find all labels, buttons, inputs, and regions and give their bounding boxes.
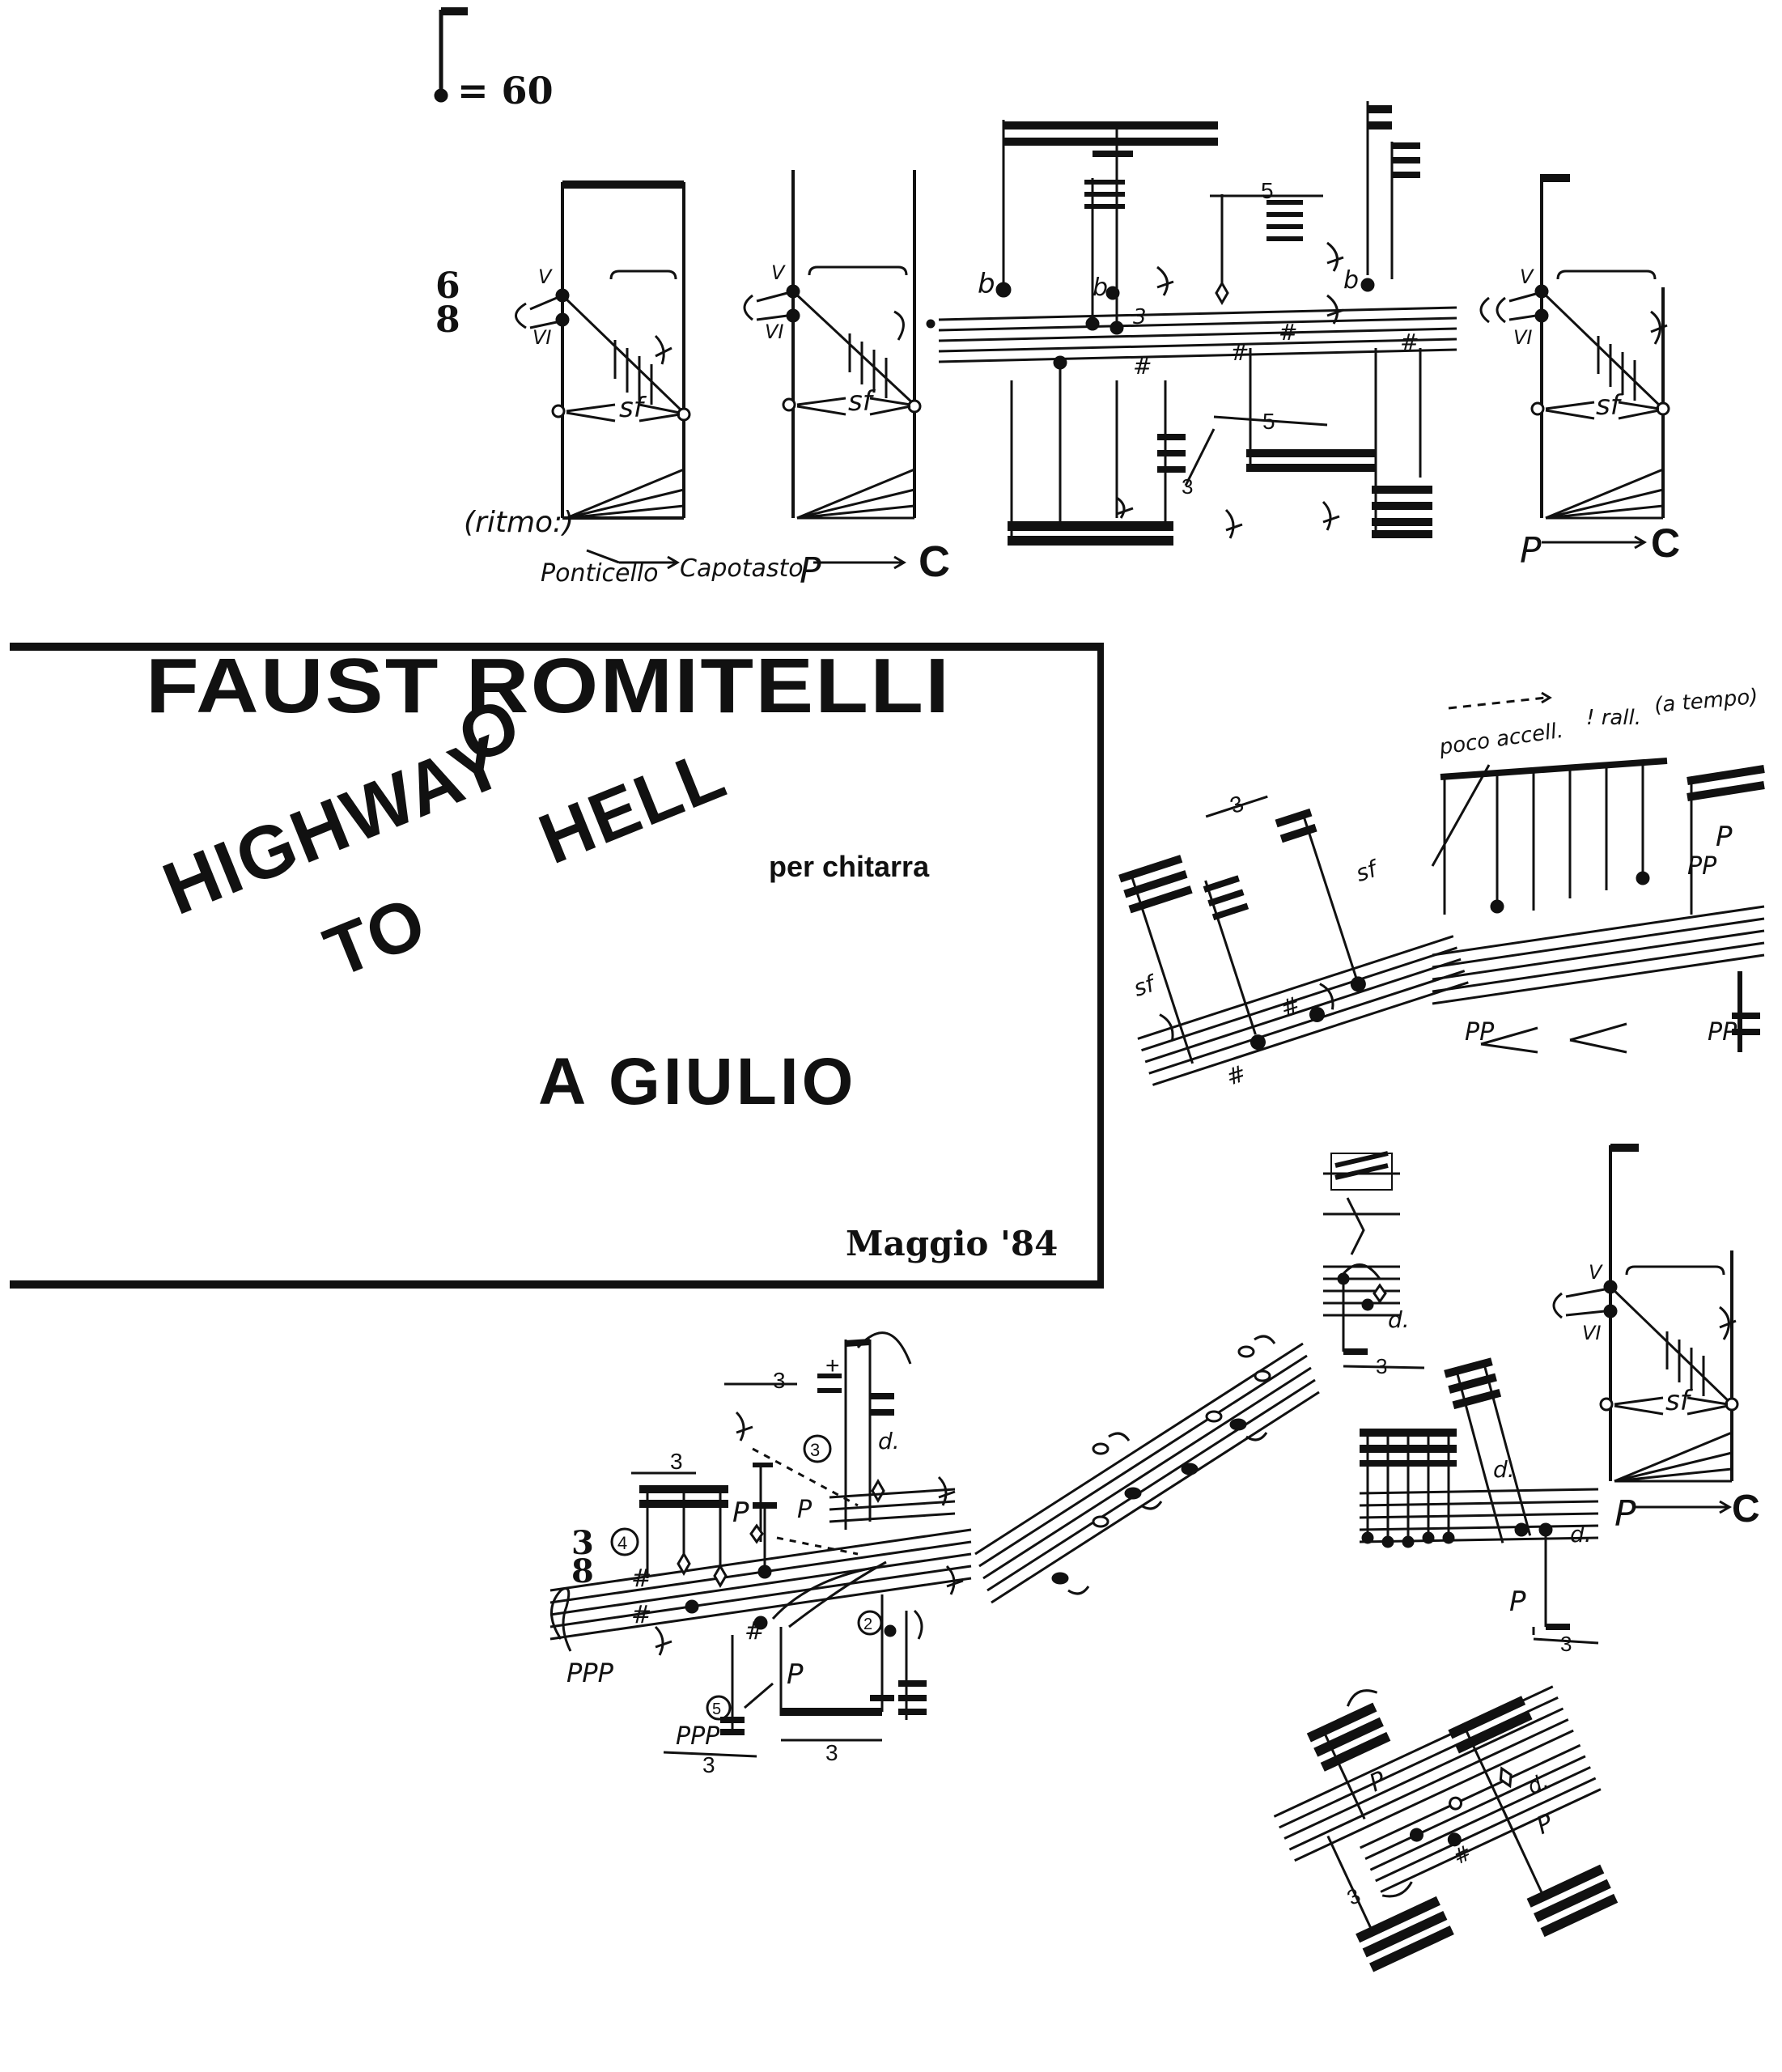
svg-text:(a tempo): (a tempo) [1653,685,1759,718]
staff-diagonal [974,1335,1320,1604]
svg-text:8: 8 [571,1552,594,1590]
svg-text:P: P [1520,530,1542,571]
fragment-bottom-right: P P # d. 3 [1273,1685,1619,1972]
svg-text:VI: VI [532,326,552,349]
svg-text:3: 3 [1343,1883,1364,1909]
svg-text:3: 3 [1182,474,1193,499]
fragment-rall: poco accell. ! rall. (a tempo) [1431,685,1765,1054]
svg-text:P: P [1365,1766,1391,1798]
svg-text:#: # [1230,339,1249,366]
svg-text:3: 3 [702,1752,715,1777]
svg-text:#: # [1133,353,1152,380]
svg-text:4: 4 [617,1533,627,1553]
svg-text:+: + [825,1352,840,1379]
svg-text:3: 3 [571,1524,594,1562]
svg-text:poco accell.: poco accell. [1437,719,1565,760]
svg-text:P: P [800,550,821,592]
svg-text:PP: PP [1687,852,1717,881]
svg-text:P: P [787,1658,804,1691]
tempo-mark [434,7,468,103]
svg-text:Ponticello: Ponticello [541,559,659,588]
svg-text:3: 3 [1133,305,1147,329]
svg-text:PP: PP [1465,1018,1495,1047]
svg-text:b: b [1343,266,1359,295]
svg-text:P: P [1532,1808,1558,1841]
svg-text:3: 3 [670,1449,683,1474]
svg-text:#: # [631,1565,651,1593]
time-signature: 6 8 [435,265,460,341]
svg-text:! rall.: ! rall. [1586,706,1641,730]
svg-text:d.: d. [1388,1306,1410,1333]
svg-text:3: 3 [810,1440,820,1460]
measure-2: V VI sf [743,170,922,520]
svg-text:sf: sf [1131,970,1160,1002]
instrument-label: per chitarra [769,850,930,883]
measure-1: P C (ritmo:) Ponticello Capotasto V VI s… [464,180,950,592]
svg-text:6: 6 [435,265,460,307]
tempo-label: = 60 [457,69,554,113]
svg-text:#: # [1223,1059,1250,1091]
svg-text:sf: sf [1665,1385,1694,1417]
svg-text:VI: VI [1513,326,1533,349]
svg-text:d.: d. [878,1428,900,1454]
svg-text:3: 3 [1560,1632,1572,1656]
composer-name: FAUST ROMITELLI [146,643,952,729]
svg-text:3: 3 [1376,1354,1387,1378]
svg-text:VI: VI [765,321,784,343]
measure-3: P C V VI sf [1479,174,1680,571]
composition-date: Maggio '84 [846,1224,1059,1263]
svg-text:sf: sf [619,392,647,424]
svg-text:P: P [732,1497,749,1529]
svg-text:5: 5 [1261,178,1274,203]
svg-text:VI: VI [1582,1322,1602,1344]
svg-text:PPP: PPP [676,1722,720,1751]
svg-text:Capotasto: Capotasto [680,554,804,583]
svg-text:3: 3 [773,1368,786,1393]
svg-text:P: P [1716,821,1733,853]
svg-text:sf: sf [848,385,876,418]
fragment-rotated-left: 3 # # sf sf [1118,791,1469,1091]
svg-text:C: C [1732,1488,1760,1531]
svg-text:2: 2 [863,1616,872,1633]
svg-text:sf: sf [1352,855,1382,887]
svg-text:sf: sf [1596,389,1624,422]
svg-text:#: # [631,1601,651,1629]
fragment-cluster-right: 3 P d. d. [1359,1357,1599,1656]
svg-text:(ritmo:): (ritmo:) [464,506,574,539]
svg-text:5: 5 [712,1700,721,1718]
title-frame [10,643,1104,1289]
svg-text:8: 8 [435,299,460,341]
svg-text:V: V [771,261,786,284]
svg-text:d.: d. [1570,1521,1592,1548]
svg-text:P: P [1509,1586,1526,1618]
svg-text:V: V [1520,265,1534,288]
dedication: A GIULIO [538,1045,857,1119]
svg-text:#: # [745,1617,765,1645]
svg-text:#: # [1400,329,1419,355]
measure-4: P C V VI sf [1552,1144,1760,1535]
svg-text:5: 5 [1262,409,1275,434]
svg-text:b: b [1093,274,1108,302]
svg-text:C: C [1651,520,1680,566]
svg-text:P: P [797,1496,813,1524]
svg-text:PPP: PPP [566,1658,614,1688]
svg-text:b: b [978,268,995,300]
svg-text:C: C [919,537,950,586]
svg-text:3: 3 [825,1740,838,1765]
fragment-small-staff: 3 d. [1323,1151,1425,1378]
staff-1: b b 3 5 b [926,101,1457,546]
svg-text:d.: d. [1493,1456,1515,1483]
svg-text:P: P [1614,1493,1636,1535]
staff-2: 3 8 PPP 4 3 P # # [549,1331,972,1777]
svg-text:V: V [538,265,553,288]
svg-text:#: # [1279,319,1297,346]
svg-text:PP: PP [1708,1018,1737,1047]
svg-text:V: V [1589,1261,1603,1284]
